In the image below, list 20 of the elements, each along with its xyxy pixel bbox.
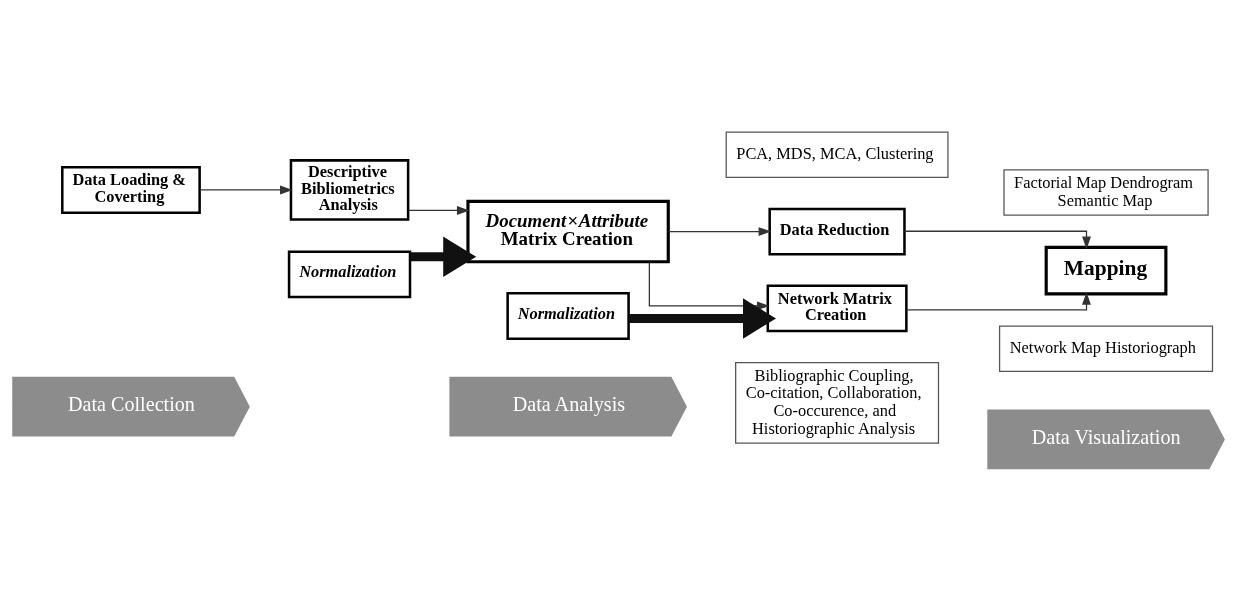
node-box: Normalization bbox=[506, 292, 630, 340]
node-box: Bibliographic Coupling, Co-citation, Collaboration, Co-occurence, and Historiographic Analysis bbox=[735, 361, 940, 444]
node-box: Data Reduction bbox=[768, 207, 906, 256]
node-box: Data Loading & Coverting bbox=[61, 166, 201, 214]
node-box: Normalization bbox=[287, 250, 412, 299]
arrow bbox=[905, 292, 1091, 311]
node-box: PCA, MDS, MCA, Clustering bbox=[725, 131, 949, 178]
arrow bbox=[199, 185, 293, 195]
arrow bbox=[410, 236, 477, 277]
node-box: Mapping bbox=[1044, 245, 1168, 296]
node-box: Descriptive Bibliometrics Analysis bbox=[289, 159, 410, 221]
arrow bbox=[668, 227, 772, 236]
arrow bbox=[408, 206, 470, 215]
arrow bbox=[903, 230, 1091, 250]
arrow bbox=[628, 298, 777, 339]
node-box: Factorial Map Dendrogram Semantic Map bbox=[1003, 169, 1209, 216]
node-box: Network Matrix Creation bbox=[766, 284, 908, 333]
node-box: Network Map Historiograph bbox=[998, 325, 1214, 373]
arrow bbox=[648, 261, 770, 311]
node-box: Document×Attribute Matrix Creation bbox=[466, 199, 670, 264]
